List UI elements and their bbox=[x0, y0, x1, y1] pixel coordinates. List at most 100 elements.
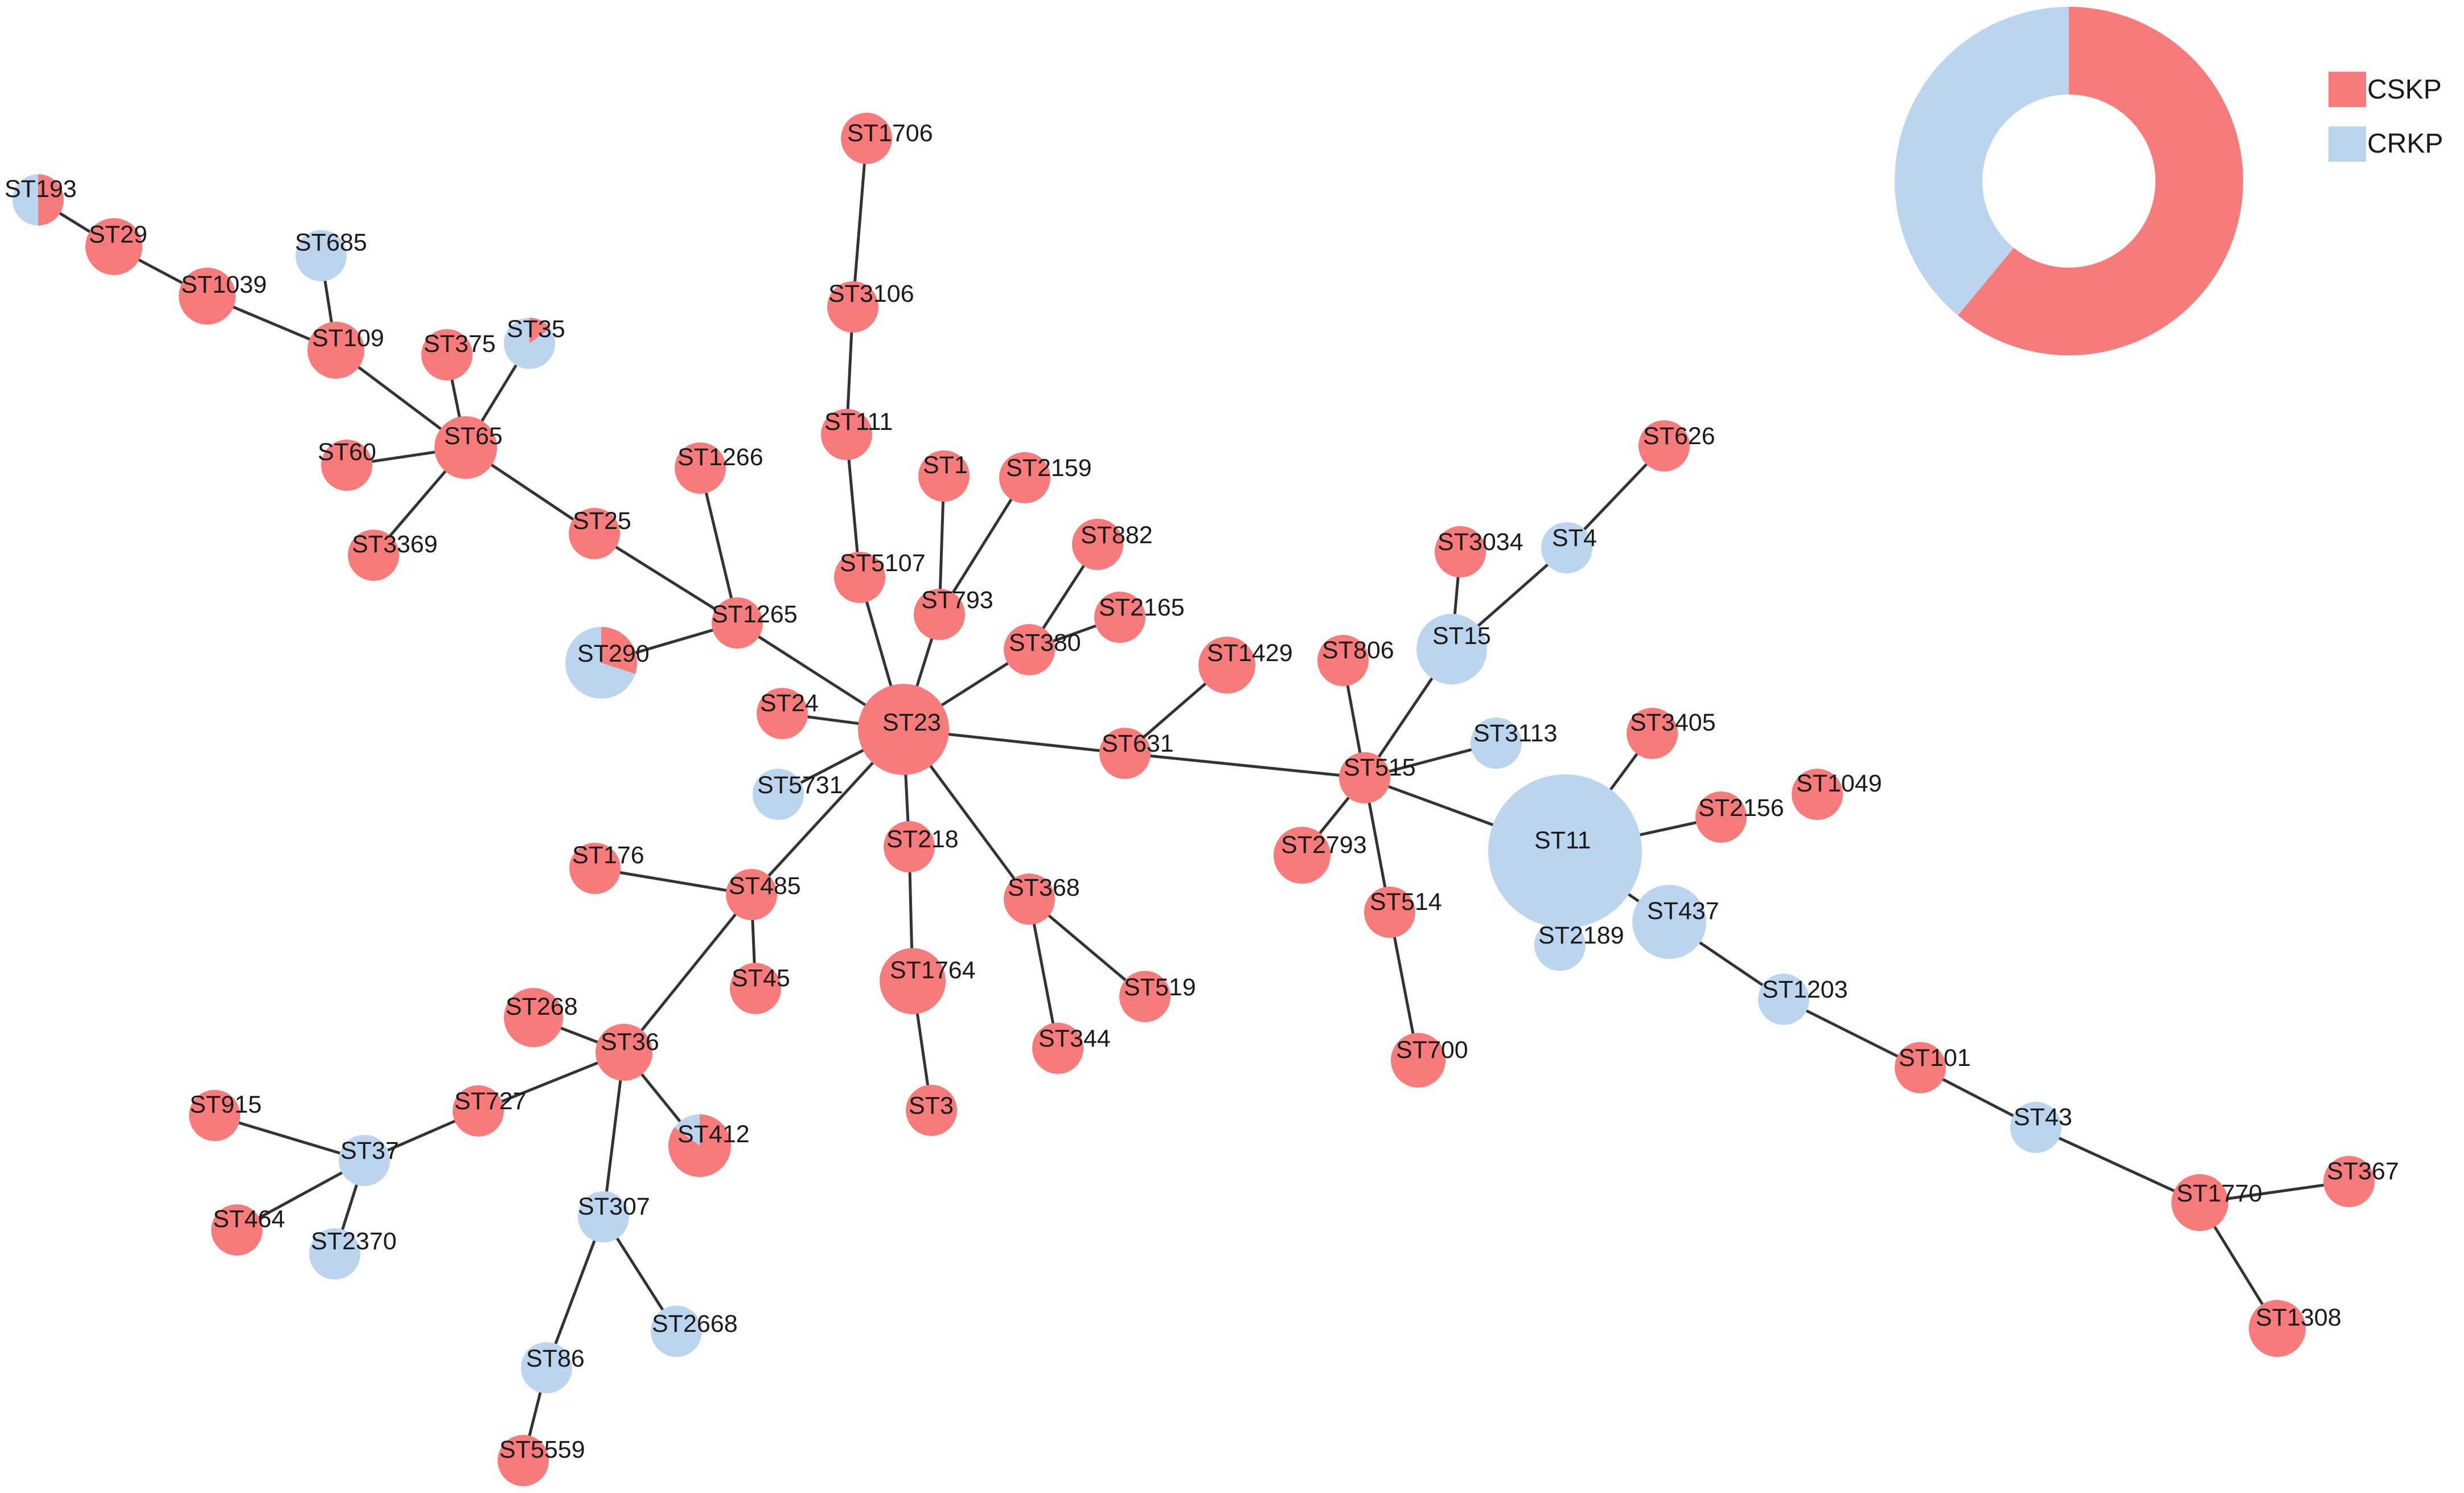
node-circle bbox=[730, 963, 781, 1014]
legend-item-cskp: CSKP bbox=[2329, 72, 2442, 107]
node-label-st24: ST24 bbox=[760, 690, 819, 717]
node-label-st109: ST109 bbox=[312, 325, 384, 352]
node-st514 bbox=[1364, 887, 1415, 938]
node-circle bbox=[1627, 708, 1678, 759]
node-st23 bbox=[858, 684, 949, 775]
edge-st915-st37 bbox=[214, 1114, 365, 1162]
node-label-st882: ST882 bbox=[1081, 522, 1153, 549]
node-st1039 bbox=[179, 268, 236, 325]
node-circle bbox=[569, 508, 620, 559]
node-cskp-share bbox=[668, 1114, 731, 1177]
node-st36 bbox=[596, 1024, 652, 1081]
node-circle bbox=[1488, 774, 1642, 928]
node-st3405 bbox=[1627, 708, 1678, 759]
node-circle bbox=[999, 452, 1050, 503]
node-label-st3369: ST3369 bbox=[352, 531, 438, 558]
node-st367 bbox=[2323, 1156, 2375, 1207]
legend-label-crkp: CRKP bbox=[2367, 129, 2443, 159]
node-circle bbox=[675, 442, 726, 494]
node-st45 bbox=[730, 963, 781, 1014]
node-label-st1308: ST1308 bbox=[2256, 1304, 2342, 1331]
node-st193 bbox=[13, 174, 64, 225]
node-label-st307: ST307 bbox=[578, 1193, 650, 1220]
node-circle bbox=[211, 1204, 262, 1256]
node-label-st218: ST218 bbox=[886, 826, 959, 853]
node-st1706 bbox=[841, 113, 892, 164]
node-label-st915: ST915 bbox=[190, 1091, 262, 1118]
node-circle bbox=[1391, 1033, 1445, 1088]
node-st727 bbox=[453, 1085, 504, 1137]
node-st1266 bbox=[675, 442, 726, 494]
node-st2159 bbox=[999, 452, 1050, 503]
node-label-st86: ST86 bbox=[526, 1345, 585, 1372]
node-label-st515: ST515 bbox=[1344, 754, 1416, 781]
node-label-st60: ST60 bbox=[318, 438, 376, 466]
node-st43 bbox=[2010, 1102, 2061, 1153]
node-circle bbox=[85, 218, 142, 275]
node-st2189 bbox=[1534, 920, 1586, 971]
node-st2668 bbox=[651, 1306, 702, 1357]
node-label-st65: ST65 bbox=[444, 423, 503, 450]
node-circle bbox=[1471, 717, 1522, 769]
node-label-st1429: ST1429 bbox=[1207, 639, 1293, 667]
node-st700 bbox=[1391, 1033, 1445, 1088]
node-circle bbox=[1099, 728, 1151, 779]
node-circle bbox=[834, 552, 885, 603]
node-st464 bbox=[211, 1204, 262, 1256]
node-st37 bbox=[339, 1135, 390, 1186]
node-st2165 bbox=[1094, 592, 1145, 643]
node-circle bbox=[339, 1135, 390, 1186]
node-label-st5559: ST5559 bbox=[499, 1436, 585, 1463]
node-circle bbox=[1198, 637, 1255, 694]
legend-swatch-crkp bbox=[2329, 126, 2366, 162]
node-label-st485: ST485 bbox=[729, 872, 801, 900]
node-circle bbox=[521, 1342, 572, 1393]
node-label-st3106: ST3106 bbox=[828, 280, 914, 307]
node-st35 bbox=[504, 318, 555, 369]
node-st65 bbox=[434, 416, 497, 479]
node-label-st700: ST700 bbox=[1396, 1036, 1468, 1064]
node-st3 bbox=[906, 1085, 957, 1136]
node-st882 bbox=[1072, 519, 1123, 570]
legend: CSKP CRKP bbox=[2329, 72, 2443, 162]
node-st1308 bbox=[2249, 1300, 2306, 1357]
node-label-st367: ST367 bbox=[2327, 1158, 2399, 1185]
node-cskp-share bbox=[38, 174, 64, 225]
edge-st25-st1265 bbox=[593, 532, 738, 625]
node-label-st3034: ST3034 bbox=[1438, 528, 1523, 556]
node-label-st368: ST368 bbox=[1008, 874, 1080, 901]
node-st218 bbox=[884, 821, 935, 872]
node-st109 bbox=[307, 322, 364, 379]
node-label-st4: ST4 bbox=[1552, 524, 1597, 552]
node-st519 bbox=[1119, 971, 1171, 1022]
node-label-st193: ST193 bbox=[5, 175, 77, 203]
node-circle bbox=[651, 1306, 702, 1357]
node-circle bbox=[453, 1085, 504, 1137]
node-circle bbox=[179, 268, 236, 325]
node-circle bbox=[295, 230, 347, 281]
node-circle bbox=[884, 821, 935, 872]
node-st1049 bbox=[1792, 769, 1843, 820]
node-circle bbox=[918, 450, 970, 502]
node-circle bbox=[2249, 1300, 2306, 1357]
summary-donut bbox=[1894, 7, 2244, 355]
node-st380 bbox=[1004, 624, 1055, 675]
node-st344 bbox=[1032, 1023, 1083, 1074]
node-circle bbox=[1274, 827, 1330, 884]
node-st375 bbox=[421, 329, 473, 380]
node-circle bbox=[348, 530, 399, 581]
node-label-st793: ST793 bbox=[921, 586, 993, 614]
node-label-st375: ST375 bbox=[424, 330, 496, 358]
node-cskp-share bbox=[529, 318, 551, 343]
node-st268 bbox=[504, 988, 563, 1047]
node-label-st685: ST685 bbox=[295, 229, 367, 256]
node-label-st1706: ST1706 bbox=[847, 120, 933, 147]
node-circle bbox=[1094, 592, 1145, 643]
node-label-st5107: ST5107 bbox=[840, 549, 926, 577]
node-circle bbox=[1638, 420, 1690, 471]
node-circle bbox=[858, 684, 949, 775]
node-st1770 bbox=[2171, 1174, 2228, 1231]
node-circle bbox=[2171, 1174, 2228, 1231]
node-st437 bbox=[1632, 885, 1706, 959]
